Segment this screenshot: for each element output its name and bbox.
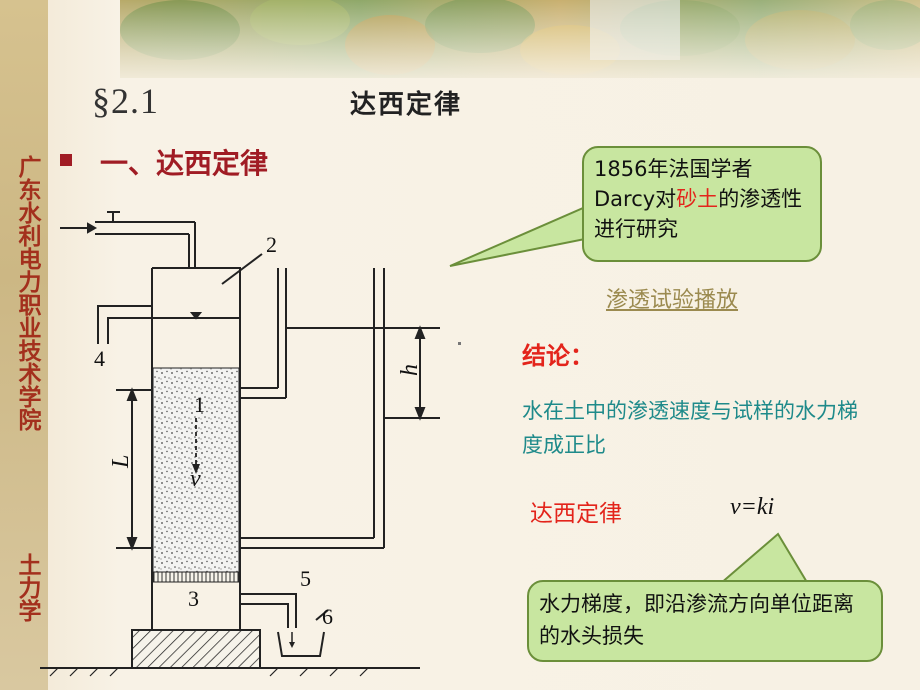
label-2: 2 [266,232,277,257]
callout-top-pointer [449,203,602,267]
conclusion-label: 结论： [522,342,594,370]
banner-art [120,0,920,78]
label-5: 5 [300,566,311,591]
decorative-dot [458,342,461,345]
bullet-square [60,154,72,166]
callout-bottom-pointer [717,532,810,585]
sidebar [0,0,48,690]
callout-darcy-history: 1856年法国学者Darcy对砂土的渗透性进行研究 [582,146,822,262]
slide-title: 达西定律 [350,90,463,120]
label-h: h [397,364,423,376]
section-number: §2.1 [92,81,159,121]
label-4: 4 [94,346,105,371]
callout-history-text-post: 的渗透性进行研究 [594,187,803,241]
sidebar-course-name: 土力学 [14,552,41,622]
label-3: 3 [188,586,199,611]
callout-hydraulic-gradient: 水力梯度，即沿渗流方向单位距离的水头损失 [527,580,883,662]
label-v: v [190,466,201,492]
callout-history-text-pre: 1856年法国学者Darcy对 [594,157,753,211]
label-6: 6 [322,604,333,629]
decorative-banner [120,0,920,78]
darcy-law-formula: v=ki [730,494,775,520]
section-heading: 一、达西定律 [100,147,269,180]
callout-history-highlight: 砂土 [676,187,719,211]
seepage-test-play-link[interactable]: 渗透试验播放 [606,288,739,313]
sidebar-org-name: 广东水利电力职业技术学院 [14,155,41,431]
conclusion-text: 水在土中的渗透速度与试样的水力梯度成正比 [522,399,858,457]
label-L: L [108,455,134,469]
label-1: 1 [194,392,205,417]
darcy-law-label: 达西定律 [530,501,622,527]
